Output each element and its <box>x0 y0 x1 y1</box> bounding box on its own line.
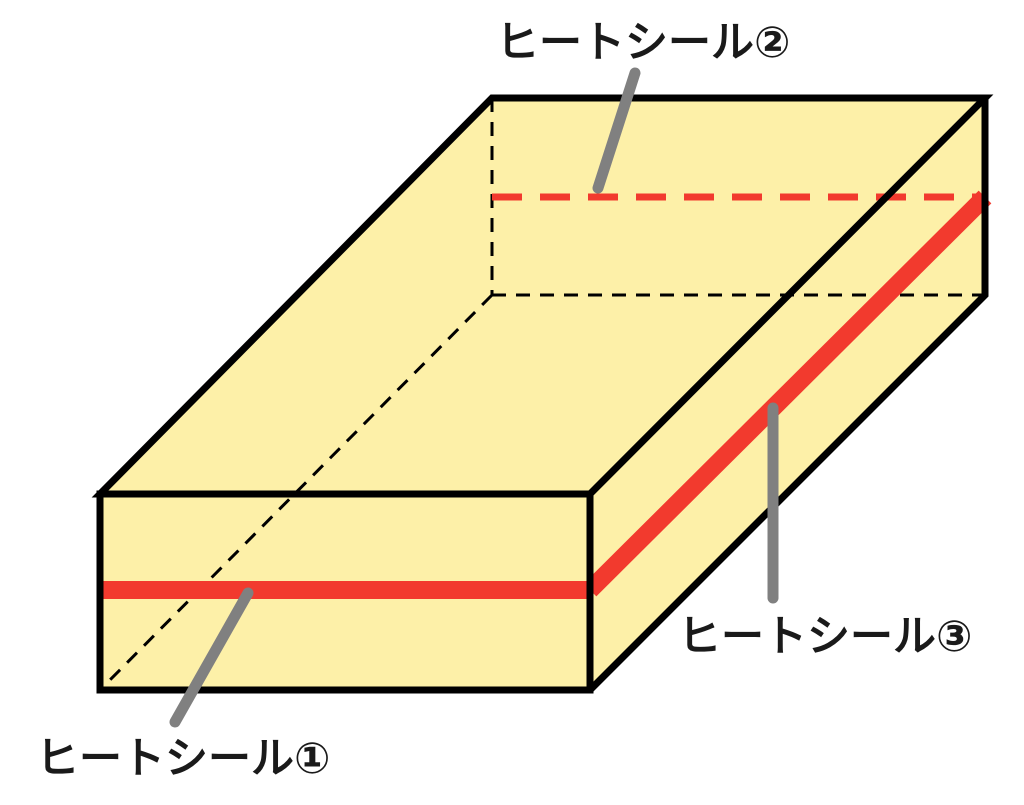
visible-edges <box>91 94 994 694</box>
hidden-edge-diagonal <box>98 293 494 692</box>
leader-lines <box>169 67 779 728</box>
label-heat-seal-2: ヒートシール② <box>496 18 790 68</box>
seal-line-3 <box>583 190 992 597</box>
label-heat-seal-3: ヒートシール③ <box>678 612 972 662</box>
box-side-outline <box>587 98 989 693</box>
leader-line-1 <box>169 587 254 728</box>
label-heat-seal-1: ヒートシール① <box>36 734 330 784</box>
leader-line-2 <box>592 67 641 194</box>
